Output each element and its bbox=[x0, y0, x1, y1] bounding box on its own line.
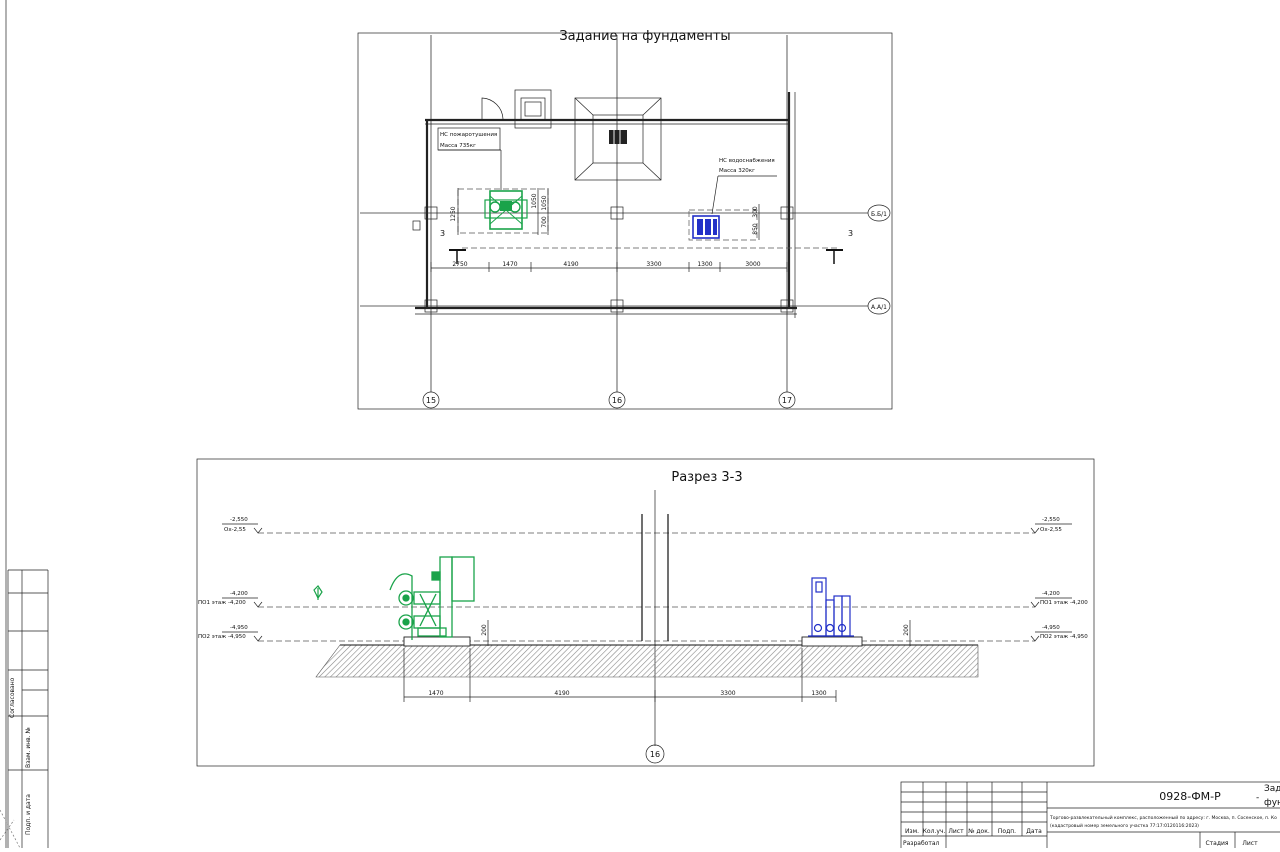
tb-hdr-ndok: № док. bbox=[968, 828, 990, 835]
axis-label-bb1: Б.Б/1 bbox=[871, 211, 887, 218]
fire-pump-plan bbox=[457, 188, 549, 234]
level1-value-left: -2,550 bbox=[230, 517, 248, 523]
level2-value-right: -4,200 bbox=[1042, 591, 1060, 597]
level2-value-left: -4,200 bbox=[230, 591, 248, 597]
section-axis-label: 16 bbox=[650, 750, 660, 759]
level3-value-right: -4,950 bbox=[1042, 625, 1060, 631]
level2-label-left: ПО1 этаж -4,200 bbox=[198, 600, 246, 606]
axis-label-16: 16 bbox=[612, 396, 622, 405]
ground-slab bbox=[315, 644, 979, 678]
tb-hdr-data: Дата bbox=[1026, 828, 1042, 835]
tb-sheet-title-1: Зад bbox=[1264, 784, 1280, 794]
axis-bubble-16 bbox=[608, 391, 626, 409]
tb-project-line1: Торгово-развлекательный комплекс, распол… bbox=[1049, 814, 1277, 821]
axis-label-aa1: А.А/1 bbox=[871, 304, 887, 311]
section-frame bbox=[196, 458, 1095, 767]
section-view: Разрез 3-3 -2,550 Ох-2,55 -4,200 ПО1 эта… bbox=[196, 458, 1095, 767]
axis-bubble-aa1 bbox=[867, 297, 891, 315]
plan-dim-6: 3000 bbox=[745, 261, 760, 268]
level-markers-right: -2,550 Ох-2,55 -4,200 ПО1 этаж -4,200 -4… bbox=[1030, 517, 1088, 642]
tb-hdr-koluch: Кол.уч. bbox=[923, 828, 946, 835]
water-pump-plan bbox=[688, 209, 758, 241]
section-axis-bubble bbox=[645, 744, 665, 764]
plan-dim-2: 1470 bbox=[502, 261, 517, 268]
section-dim-3: 3300 bbox=[720, 690, 735, 697]
tb-stadiya: Стадия bbox=[1205, 840, 1228, 847]
plan-frame bbox=[357, 32, 893, 410]
plan-dim-5: 1300 bbox=[697, 261, 712, 268]
plan-dim-1: 2750 bbox=[452, 261, 467, 268]
pump2-dim-1: 300 bbox=[752, 206, 759, 218]
tb-sheet-title-2: фун bbox=[1264, 798, 1280, 808]
left-strip: Согласовано Взам. инв. № Подп. и дата bbox=[0, 0, 49, 849]
podp-data-label: Подп. и дата bbox=[25, 794, 32, 835]
fire-pump-elevation bbox=[389, 556, 475, 640]
plinth-height-right: 200 bbox=[903, 624, 910, 636]
vzam-inv-label: Взам. инв. № bbox=[25, 727, 32, 768]
axis-bubble-15 bbox=[422, 391, 440, 409]
plinth-height-left: 200 bbox=[481, 624, 488, 636]
section-dim-2: 4190 bbox=[554, 690, 569, 697]
tb-hdr-podp: Подп. bbox=[998, 828, 1016, 835]
tb-list: Лист bbox=[1242, 840, 1258, 847]
level3-label-left: ПО2 этаж -4,950 bbox=[198, 634, 246, 640]
level1-value-right: -2,550 bbox=[1042, 517, 1060, 523]
plan-dim-4: 3300 bbox=[646, 261, 661, 268]
pump1-dim-2: 1050 bbox=[531, 193, 538, 208]
tb-razrabotal: Разработал bbox=[903, 840, 940, 847]
tb-hdr-list: Лист bbox=[948, 828, 964, 835]
soglasovano-label: Согласовано bbox=[9, 677, 16, 718]
plinth-left bbox=[403, 636, 471, 647]
pump1-dim-1: 1250 bbox=[450, 206, 457, 221]
level3-value-left: -4,950 bbox=[230, 625, 248, 631]
pump2-label-line2: Масса 320кг bbox=[719, 168, 755, 174]
section-dim-4: 1300 bbox=[811, 690, 826, 697]
section-mark-left: 3 bbox=[440, 229, 445, 238]
axis-bubble-bb1 bbox=[867, 204, 891, 222]
tb-dash: - bbox=[1256, 793, 1259, 803]
level3-label-right: ПО2 этаж -4,950 bbox=[1040, 634, 1088, 640]
axis-bubble-17 bbox=[778, 391, 796, 409]
pump2-label-line1: НС водоснабжения bbox=[719, 158, 775, 164]
section-dim-1: 1470 bbox=[428, 690, 443, 697]
plan-view: Задание на фундаменты bbox=[357, 29, 893, 410]
section-title: Разрез 3-3 bbox=[671, 470, 742, 485]
level-markers-left: -2,550 Ох-2,55 -4,200 ПО1 этаж -4,200 -4… bbox=[198, 517, 263, 642]
tb-code: 0928-ФМ-Р bbox=[1159, 790, 1221, 803]
small-green-fitting bbox=[313, 585, 323, 600]
plinth-right bbox=[801, 636, 863, 647]
tb-project-line2: (кадастровый номер земельного участка 77… bbox=[1050, 822, 1199, 829]
pump1-label-line1: НС пожаротушения bbox=[440, 132, 497, 138]
level1-code-left: Ох-2,55 bbox=[224, 527, 246, 533]
axis-label-17: 17 bbox=[782, 396, 792, 405]
pump1-label-line2: Масса 735кг bbox=[440, 143, 476, 149]
pump1-dim-3: 700 bbox=[541, 216, 548, 228]
section-mark-right: 3 bbox=[848, 229, 853, 238]
water-pump-elevation bbox=[808, 577, 854, 637]
pump2-dim-2: 850 bbox=[752, 223, 759, 235]
axis-label-15: 15 bbox=[426, 396, 436, 405]
plan-dim-3: 4190 bbox=[563, 261, 578, 268]
title-block: Изм. Кол.уч. Лист № док. Подп. Дата Разр… bbox=[900, 781, 1280, 852]
level2-label-right: ПО1 этаж -4,200 bbox=[1040, 600, 1088, 606]
pump1-dim-4: 1050 bbox=[541, 195, 548, 210]
plan-title: Задание на фундаменты bbox=[559, 29, 730, 44]
tb-hdr-izm: Изм. bbox=[905, 828, 919, 835]
level1-code-right: Ох-2,55 bbox=[1040, 527, 1062, 533]
